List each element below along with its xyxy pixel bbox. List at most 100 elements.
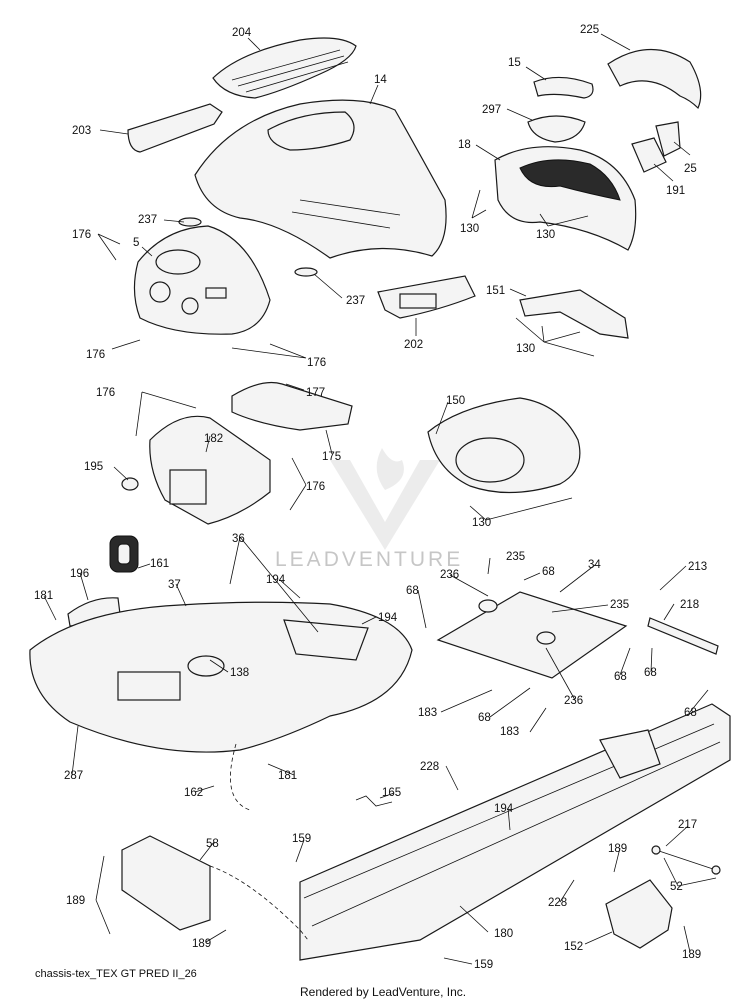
part-58-bracket [121, 835, 211, 931]
callout-194-a: 194 [266, 574, 286, 586]
callout-34: 34 [588, 559, 601, 571]
leader-lines [43, 33, 717, 965]
diagram-caption: chassis-tex_TEX GT PRED II_26 [35, 968, 197, 980]
callout-181-b: 181 [278, 770, 297, 782]
callout-189-a: 189 [608, 843, 627, 855]
callout-191: 191 [666, 185, 685, 197]
callout-202: 202 [404, 339, 423, 351]
callout-182: 182 [204, 433, 223, 445]
callout-161: 161 [150, 558, 169, 570]
callout-68-a: 68 [542, 566, 555, 578]
part-203-bracket [127, 103, 223, 153]
callout-68-b: 68 [406, 585, 419, 597]
part-152-cover [605, 879, 673, 949]
callout-228-b: 228 [548, 897, 567, 909]
callout-225: 225 [580, 24, 599, 36]
callout-162: 162 [184, 787, 203, 799]
callout-130-c: 130 [516, 343, 535, 355]
callout-68-d: 68 [644, 667, 657, 679]
callout-177: 177 [306, 387, 325, 399]
part-237-pad-a [178, 217, 202, 227]
callout-235-a: 235 [506, 551, 525, 563]
callout-15: 15 [508, 57, 521, 69]
part-225-trim [607, 48, 702, 110]
leadventure-logo-watermark [330, 448, 440, 550]
callout-36: 36 [232, 533, 245, 545]
cable-route-b [209, 865, 309, 941]
callout-165: 165 [382, 787, 401, 799]
callout-189-c: 189 [192, 938, 211, 950]
callout-159-b: 159 [474, 959, 493, 971]
callout-58: 58 [206, 838, 219, 850]
callout-180: 180 [494, 928, 513, 940]
part-237-pad-b [294, 267, 318, 277]
part-150-shell [427, 397, 581, 494]
callout-37: 37 [168, 579, 181, 591]
callout-203: 203 [72, 125, 91, 137]
part-34-seat-plate [436, 591, 628, 679]
callout-194-b: 194 [378, 612, 398, 624]
part-14-hood [194, 99, 447, 259]
render-credit: Rendered by LeadVenture, Inc. [300, 985, 467, 999]
callout-130-b: 130 [536, 229, 555, 241]
part-37-footplate [29, 601, 413, 753]
part-195-knob [121, 477, 139, 491]
callout-68-e: 68 [478, 712, 491, 724]
callout-237-a: 237 [138, 214, 157, 226]
callout-68-f: 68 [684, 707, 697, 719]
callout-176-e: 176 [306, 481, 325, 493]
part-217-rod [651, 845, 721, 875]
callout-18: 18 [458, 139, 471, 151]
callout-194-c: 194 [494, 803, 514, 815]
callout-151: 151 [486, 285, 505, 297]
callout-152: 152 [564, 941, 583, 953]
part-18-grille [494, 146, 637, 251]
part-182-lower-dash [149, 415, 271, 525]
callout-236-b: 236 [564, 695, 583, 707]
callout-189-d: 189 [682, 949, 701, 961]
callout-297: 297 [482, 104, 501, 116]
part-297-lens [527, 115, 586, 143]
callout-237-b: 237 [346, 295, 365, 307]
callout-228-a: 228 [420, 761, 439, 773]
callout-176-c: 176 [307, 357, 326, 369]
part-151-bracket [519, 289, 629, 339]
callout-176-b: 176 [86, 349, 105, 361]
part-218-strap [647, 617, 719, 655]
callout-213: 213 [688, 561, 707, 573]
callout-labels: 204 14 225 15 203 297 18 25 191 130 130 … [34, 24, 707, 971]
callout-176-a: 176 [72, 229, 91, 241]
callout-196: 196 [70, 568, 89, 580]
callout-5: 5 [133, 237, 139, 249]
callout-52: 52 [670, 881, 683, 893]
part-25-bracket [655, 121, 681, 157]
callout-176-d: 176 [96, 387, 115, 399]
watermark-text: LEADVENTURE [275, 548, 464, 571]
callout-138: 138 [230, 667, 249, 679]
callout-130-a: 130 [460, 223, 479, 235]
callout-235-b: 235 [610, 599, 629, 611]
callout-189-b: 189 [66, 895, 85, 907]
part-204-top-panel [212, 37, 357, 99]
part-5-dash-panel [133, 225, 271, 335]
part-175-bracket [231, 381, 353, 431]
part-161-pedal [109, 535, 139, 573]
callout-236-a: 236 [440, 569, 459, 581]
callout-195: 195 [84, 461, 103, 473]
callout-183-b: 183 [500, 726, 519, 738]
cable-route-a [230, 743, 251, 811]
callout-130-d: 130 [472, 517, 491, 529]
part-15-cover [533, 76, 594, 99]
callout-25: 25 [684, 163, 697, 175]
callout-204: 204 [232, 27, 252, 39]
part-202-console [377, 275, 476, 319]
callout-175: 175 [322, 451, 341, 463]
callout-14: 14 [374, 74, 387, 86]
part-180-frame [299, 703, 731, 961]
callout-183-a: 183 [418, 707, 437, 719]
callout-217: 217 [678, 819, 697, 831]
part-191-bracket [631, 137, 667, 173]
callout-159-a: 159 [292, 833, 311, 845]
callout-68-c: 68 [614, 671, 627, 683]
